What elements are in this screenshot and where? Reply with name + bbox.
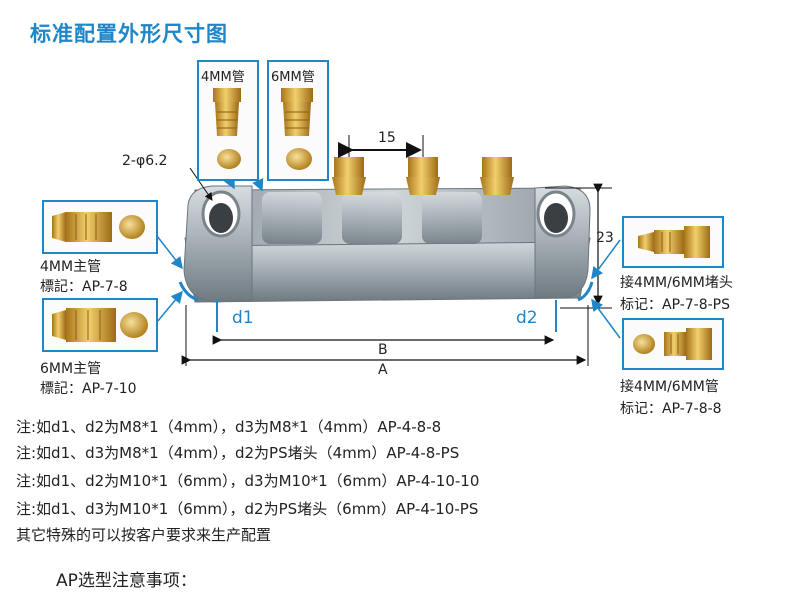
spacing-dimension-label: 15 [378,130,396,146]
d2-label: d2 [516,308,538,328]
section-title: AP选型注意事项： [56,571,197,591]
note-line: 注:如d1、d2为M10*1（6mm），d3为M10*1（6mm）AP-4-10… [16,472,480,490]
note-line: 其它特殊的可以按客户要求来生产配置 [16,526,272,544]
main-pipe-4mm-box [42,200,158,254]
d1-label: d1 [232,308,254,328]
pipe-6mm-label: 6MM管 [271,70,315,85]
plug-mark: 标记：AP-7-8-PS [620,297,731,313]
height-dimension-label: 23 [596,230,614,246]
manifold-body [183,185,591,303]
pipe-connector-box [622,318,724,370]
page-title: 标准配置外形尺寸图 [30,22,228,46]
note-line: 注:如d1、d3为M10*1（6mm），d2为PS堵头（6mm）AP-4-10-… [16,500,479,518]
main-pipe-6mm-name: 6MM主管 [40,361,102,377]
port-fitting [480,157,514,195]
port-fitting [332,157,366,195]
pipe-connector-mark: 标记：AP-7-8-8 [620,401,722,417]
pipe-4mm-label: 4MM管 [201,70,245,85]
note-line: 注:如d1、d2为M8*1（4mm），d3为M8*1（4mm）AP-4-8-8 [16,418,442,436]
hole-dimension-label: 2-φ6.2 [122,153,168,169]
main-pipe-4mm-name: 4MM主管 [40,259,102,275]
note-line: 注:如d1、d3为M8*1（4mm），d2为PS堵头（4mm）AP-4-8-PS [16,444,460,462]
plug-name: 接4MM/6MM堵头 [620,275,733,291]
pipe-4mm-box: 4MM管 [197,60,259,181]
b-dimension-label: B [378,342,388,358]
main-pipe-6mm-mark: 標記：AP-7-10 [40,381,137,397]
a-dimension-label: A [378,362,388,378]
main-pipe-4mm-mark: 標記：AP-7-8 [40,279,128,295]
main-pipe-6mm-box [42,298,158,352]
pipe-6mm-box: 6MM管 [267,60,329,181]
port-fitting [406,157,440,195]
plug-box [622,216,724,268]
pipe-connector-name: 接4MM/6MM管 [620,379,719,395]
